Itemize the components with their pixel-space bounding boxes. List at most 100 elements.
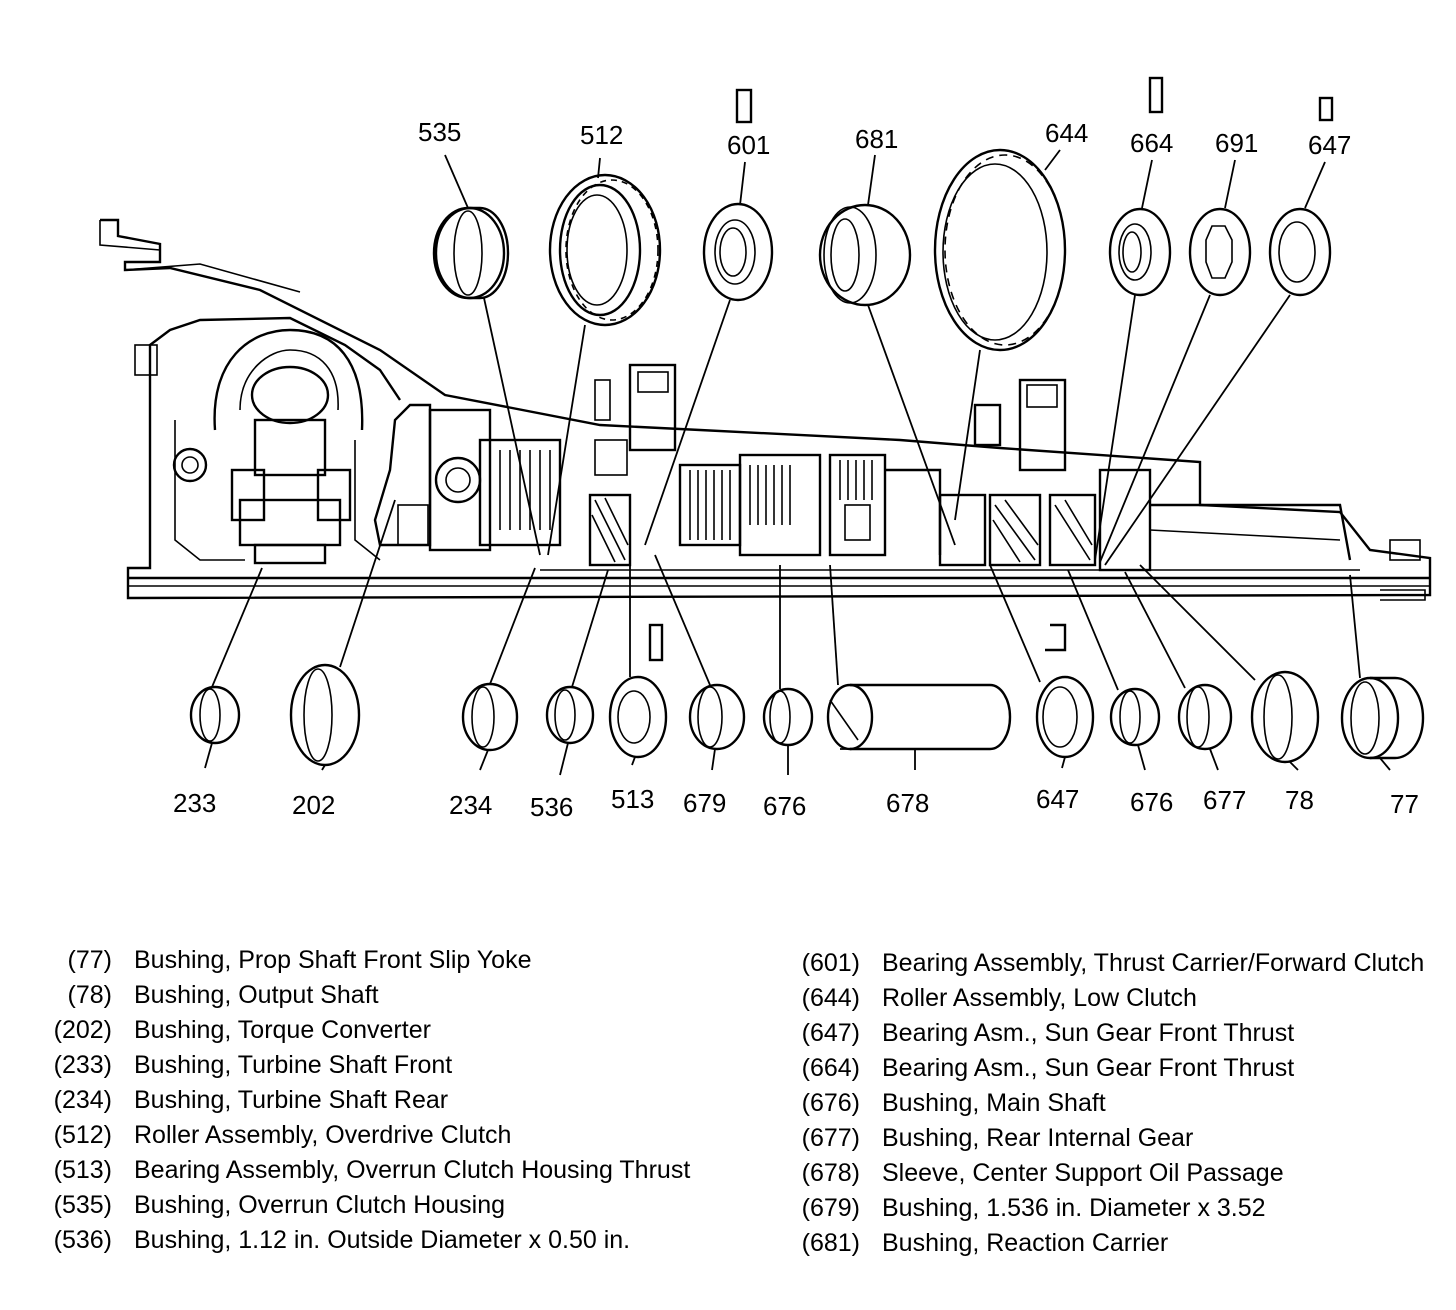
legend-row: (647) Bearing Asm., Sun Gear Front Thrust [790, 1018, 1430, 1048]
legend-description: Bushing, Main Shaft [882, 1089, 1106, 1117]
legend-row: (78) Bushing, Output Shaft [40, 980, 740, 1010]
legend-number: (535) [53, 1191, 112, 1219]
legend-row: (644)Roller Assembly, Low Clutch [790, 983, 1430, 1013]
legend-description: Bushing, 1.536 in. Diameter x 3.52 [882, 1194, 1266, 1222]
legend-number: (678) [801, 1159, 860, 1187]
part-601-icon [702, 88, 774, 302]
bottom-parts [189, 623, 1425, 767]
callout-647-top: 647 [1308, 130, 1351, 160]
legend-description: Bushing, Prop Shaft Front Slip Yoke [134, 946, 532, 974]
legend-description: Bearing Assembly, Thrust Carrier/Forward… [882, 949, 1425, 977]
legend-description: Bearing Asm., Sun Gear Front Thrust [882, 1019, 1295, 1047]
legend-number: (202) [53, 1016, 112, 1044]
legend-number: (234) [53, 1086, 112, 1114]
legend-number: (536) [53, 1226, 112, 1254]
legend-row: (601)Bearing Assembly, Thrust Carrier/Fo… [790, 948, 1430, 978]
legend-row: (679) Bushing, 1.536 in. Diameter x 3.52 [790, 1193, 1430, 1223]
legend-description: Bearing Assembly, Overrun Clutch Housing… [134, 1156, 691, 1184]
legend-number: (664) [801, 1054, 860, 1082]
part-647-top-icon [1268, 96, 1334, 297]
legend-description: Bushing, Output Shaft [134, 981, 379, 1009]
legend-description: Bushing, Overrun Clutch Housing [134, 1191, 506, 1219]
callout-664: 664 [1130, 128, 1173, 158]
top-parts [432, 76, 1334, 352]
callouts-bottom: 233 202 234 536 513 679 676 678 647 676 … [173, 784, 1419, 822]
callout-601: 601 [727, 130, 770, 160]
callout-679: 679 [683, 788, 726, 818]
callout-233: 233 [173, 788, 216, 818]
part-681-icon [818, 203, 912, 307]
part-77-icon [1340, 676, 1425, 760]
legend-description: Bushing, 1.12 in. Outside Diameter x 0.5… [134, 1226, 631, 1254]
callout-677: 677 [1203, 785, 1246, 815]
part-678-icon [826, 683, 1012, 751]
legend-description: Bushing, Rear Internal Gear [882, 1124, 1194, 1152]
legend-description: Bushing, Turbine Shaft Rear [134, 1086, 449, 1114]
part-536-icon [545, 685, 595, 745]
legend-number: (647) [801, 1019, 860, 1047]
part-647-bottom-icon [1035, 623, 1095, 759]
legend-right: (601)Bearing Assembly, Thrust Carrier/Fo… [790, 948, 1430, 1263]
legend-row: (77) Bushing, Prop Shaft Front Slip Yoke [40, 945, 740, 975]
legend-number: (681) [801, 1229, 860, 1257]
legend-number: (679) [801, 1194, 860, 1222]
callout-234: 234 [449, 790, 492, 820]
part-691-icon [1188, 207, 1252, 297]
legend-row: (664) Bearing Asm., Sun Gear Front Thrust [790, 1053, 1430, 1083]
legend-description: Roller Assembly, Overdrive Clutch [134, 1121, 512, 1149]
callout-691: 691 [1215, 128, 1258, 158]
legend-row: (536) Bushing, 1.12 in. Outside Diameter … [40, 1225, 740, 1255]
part-233-icon [189, 685, 241, 745]
legend-description: Roller Assembly, Low Clutch [882, 984, 1197, 1012]
part-677-icon [1177, 683, 1233, 751]
legend-number: (233) [53, 1051, 112, 1079]
legend-number: (677) [801, 1124, 860, 1152]
callout-202: 202 [292, 790, 335, 820]
part-676-right-icon [1109, 687, 1161, 747]
callout-647-bottom: 647 [1036, 784, 1079, 814]
part-512-icon [548, 173, 662, 327]
legend-description: Bushing, Reaction Carrier [882, 1229, 1169, 1257]
legend-number: (513) [53, 1156, 112, 1184]
callout-676-right: 676 [1130, 787, 1173, 817]
legend-description: Bushing, Turbine Shaft Front [134, 1051, 453, 1079]
part-202-icon [289, 663, 361, 767]
legend-description: Bushing, Torque Converter [134, 1016, 431, 1044]
callouts-top: 535 512 601 681 644 664 691 647 [418, 117, 1351, 160]
part-664-icon [1108, 76, 1172, 297]
callout-644: 644 [1045, 118, 1088, 148]
legend-number: (676) [801, 1089, 860, 1117]
legend-row: (202) Bushing, Torque Converter [40, 1015, 740, 1045]
leader-lines [204, 149, 1391, 776]
callout-77: 77 [1390, 789, 1419, 819]
callout-681: 681 [855, 124, 898, 154]
legend-row: (513) Bearing Assembly, Overrun Clutch Ho… [40, 1155, 740, 1185]
legend-number: (512) [53, 1121, 112, 1149]
callout-676-left: 676 [763, 791, 806, 821]
legend-row: (678) Sleeve, Center Support Oil Passage [790, 1158, 1430, 1188]
callout-678: 678 [886, 788, 929, 818]
legend-left: (77)Bushing, Prop Shaft Front Slip Yoke … [40, 945, 740, 1260]
part-535-icon [432, 206, 510, 300]
legend-row: (233) Bushing, Turbine Shaft Front [40, 1050, 740, 1080]
part-644-icon [933, 148, 1067, 352]
legend-row: (234) Bushing, Turbine Shaft Rear [40, 1085, 740, 1115]
legend-row: (677) Bushing, Rear Internal Gear [790, 1123, 1430, 1153]
part-679-icon [688, 683, 746, 751]
legend-row: (512) Roller Assembly, Overdrive Clutch [40, 1120, 740, 1150]
callout-78: 78 [1285, 785, 1314, 815]
callout-536: 536 [530, 792, 573, 822]
legend-number: (77) [67, 946, 112, 974]
legend-description: Sleeve, Center Support Oil Passage [882, 1159, 1284, 1187]
callout-513: 513 [611, 784, 654, 814]
part-234-icon [461, 682, 519, 752]
legend-row: (681) Bushing, Reaction Carrier [790, 1228, 1430, 1258]
legend-row: (535) Bushing, Overrun Clutch Housing [40, 1190, 740, 1220]
legend-description: Bearing Asm., Sun Gear Front Thrust [882, 1054, 1295, 1082]
legend-number: (78) [67, 981, 112, 1009]
part-78-icon [1250, 670, 1320, 764]
legend-row: (676) Bushing, Main Shaft [790, 1088, 1430, 1118]
transmission-case [99, 218, 1432, 601]
part-513-icon [608, 623, 668, 759]
